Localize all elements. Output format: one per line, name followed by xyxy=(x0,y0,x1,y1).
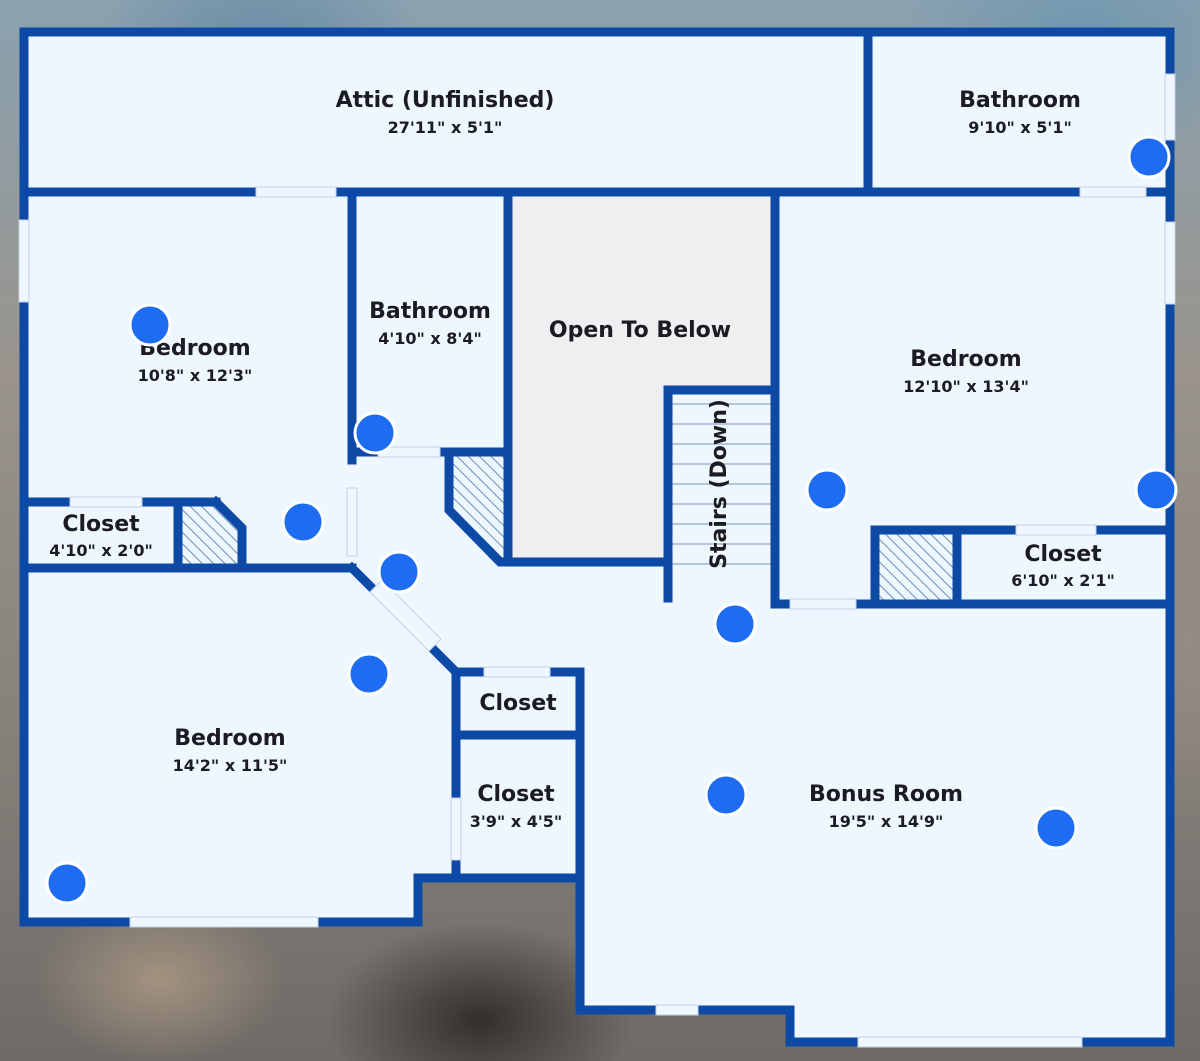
photo-marker[interactable] xyxy=(347,652,391,696)
room-dimensions: 3'9" x 4'5" xyxy=(470,812,562,831)
room-dimensions: 9'10" x 5'1" xyxy=(968,118,1072,137)
photo-marker[interactable] xyxy=(805,468,849,512)
photo-markers xyxy=(45,135,1178,905)
open-to-below-area xyxy=(512,197,775,562)
photo-marker[interactable] xyxy=(1034,806,1078,850)
chase-hatch-center xyxy=(449,452,508,562)
chase-hatch-right xyxy=(879,533,955,602)
room-bonus-room: Bonus Room 19'5" x 14'9" xyxy=(809,782,963,831)
room-name: Bedroom xyxy=(174,726,285,751)
room-name: Closet xyxy=(1024,542,1102,567)
room-name: Bathroom xyxy=(959,88,1081,113)
room-open-to-below: Open To Below xyxy=(549,318,731,343)
room-closet-left: Closet 4'10" x 2'0" xyxy=(49,512,153,560)
room-bathroom-middle: Bathroom 4'10" x 8'4" xyxy=(369,299,491,348)
room-bedroom-bottom-left: Bedroom 14'2" x 11'5" xyxy=(173,726,288,775)
room-dimensions: 19'5" x 14'9" xyxy=(829,812,944,831)
room-stairs: Stairs (Down) xyxy=(707,399,732,569)
photo-marker[interactable] xyxy=(281,500,325,544)
room-closet-small: Closet xyxy=(479,691,557,716)
photo-marker[interactable] xyxy=(45,861,89,905)
room-name: Closet xyxy=(479,691,557,716)
room-name: Closet xyxy=(477,782,555,807)
room-dimensions: 27'11" x 5'1" xyxy=(388,118,503,137)
room-bedroom-right: Bedroom 12'10" x 13'4" xyxy=(903,347,1029,396)
photo-marker[interactable] xyxy=(1127,135,1171,179)
room-dimensions: 12'10" x 13'4" xyxy=(903,377,1029,396)
room-dimensions: 10'8" x 12'3" xyxy=(138,366,253,385)
photo-marker[interactable] xyxy=(377,550,421,594)
room-name: Bathroom xyxy=(369,299,491,324)
room-dimensions: 4'10" x 2'0" xyxy=(49,541,153,560)
room-name: Bonus Room xyxy=(809,782,963,807)
room-name: Stairs (Down) xyxy=(707,399,732,569)
room-closet-right: Closet 6'10" x 2'1" xyxy=(1011,542,1115,590)
room-dimensions: 6'10" x 2'1" xyxy=(1011,571,1115,590)
photo-marker[interactable] xyxy=(1134,468,1178,512)
photo-marker[interactable] xyxy=(704,773,748,817)
openings xyxy=(18,73,1176,1048)
room-name: Attic (Unfinished) xyxy=(336,88,555,113)
room-dimensions: 4'10" x 8'4" xyxy=(378,329,482,348)
room-name: Bedroom xyxy=(910,347,1021,372)
photo-marker[interactable] xyxy=(128,303,172,347)
photo-marker[interactable] xyxy=(353,411,397,455)
room-dimensions: 14'2" x 11'5" xyxy=(173,756,288,775)
room-attic: Attic (Unfinished) 27'11" x 5'1" xyxy=(336,88,555,137)
room-name: Closet xyxy=(62,512,140,537)
photo-marker[interactable] xyxy=(713,602,757,646)
room-closet-lower: Closet 3'9" x 4'5" xyxy=(470,782,562,831)
stair-treads xyxy=(672,403,771,565)
room-bathroom-top-right: Bathroom 9'10" x 5'1" xyxy=(959,88,1081,137)
room-name: Open To Below xyxy=(549,318,731,343)
